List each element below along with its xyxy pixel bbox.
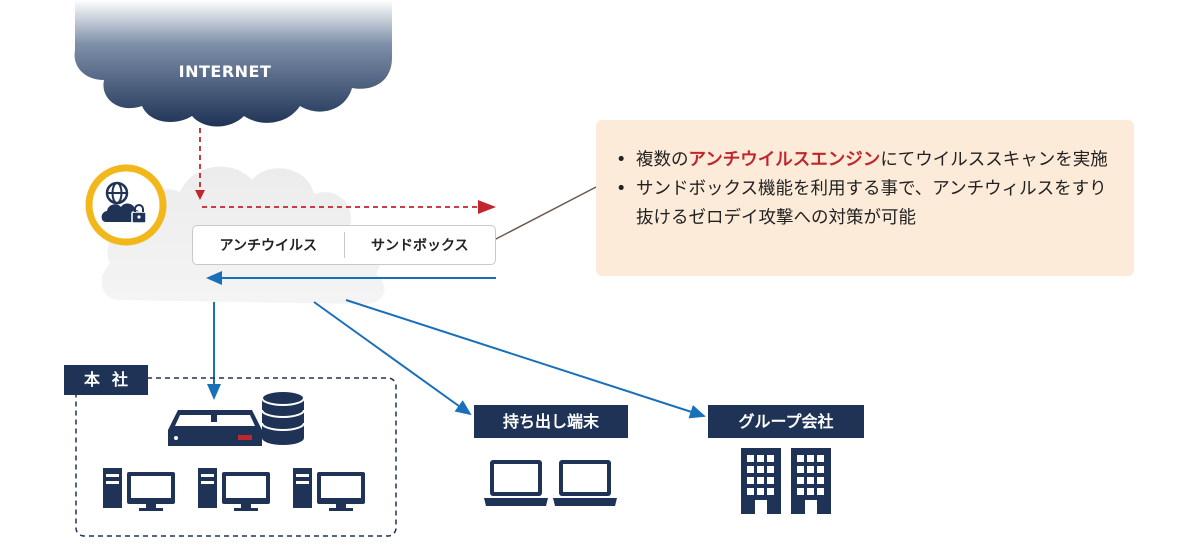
desktop-pc-icon bbox=[293, 468, 365, 511]
bullet2-text: サンドボックス機能を利用する事で、アンチウィルスをすり抜けるゼロデイ攻撃への対策… bbox=[636, 179, 1107, 228]
info-bullet: • サンドボックス機能を利用する事で、アンチウィルスをすり抜けるゼロデイ攻撃への… bbox=[616, 175, 1112, 233]
divider bbox=[343, 232, 345, 258]
bullet-mark: • bbox=[616, 150, 627, 170]
database-icon bbox=[261, 390, 305, 445]
internet-cloud bbox=[74, 0, 393, 127]
antivirus-label: アンチウイルス bbox=[219, 238, 317, 254]
hq-boundary bbox=[75, 377, 397, 537]
desktop-pc-icon bbox=[103, 468, 175, 511]
sandbox-label: サンドボックス bbox=[370, 238, 469, 254]
internet-label: INTERNET bbox=[178, 62, 272, 81]
bullet-mark: • bbox=[616, 179, 627, 199]
internet-inspection-flow bbox=[195, 128, 496, 214]
security-services-box: アンチウイルス サンドボックス bbox=[192, 225, 496, 265]
distribution-arrows bbox=[207, 299, 706, 419]
office-building-icon bbox=[741, 448, 781, 514]
bullet1-prefix: 複数の bbox=[636, 150, 689, 170]
office-building-icon bbox=[791, 448, 831, 514]
info-callout: • 複数のアンチウイルスエンジンにてウイルススキャンを実施 • サンドボックス機… bbox=[596, 120, 1134, 276]
bullet1-suffix: にてウイルススキャンを実施 bbox=[880, 150, 1108, 170]
mobile-devices-label: 持ち出し端末 bbox=[474, 405, 628, 438]
laptop-icon bbox=[553, 460, 617, 506]
globe-cloud-lock-icon bbox=[85, 164, 167, 246]
appliance-icon bbox=[168, 410, 262, 446]
hq-label: 本社 bbox=[64, 365, 148, 395]
callout-connector bbox=[493, 185, 599, 241]
laptop-icon bbox=[484, 460, 548, 506]
bullet1-highlight: アンチウイルスエンジン bbox=[688, 150, 881, 170]
desktop-pc-icon bbox=[198, 468, 270, 511]
info-bullet: • 複数のアンチウイルスエンジンにてウイルススキャンを実施 bbox=[616, 146, 1112, 175]
group-company-label: グループ会社 bbox=[708, 405, 864, 438]
